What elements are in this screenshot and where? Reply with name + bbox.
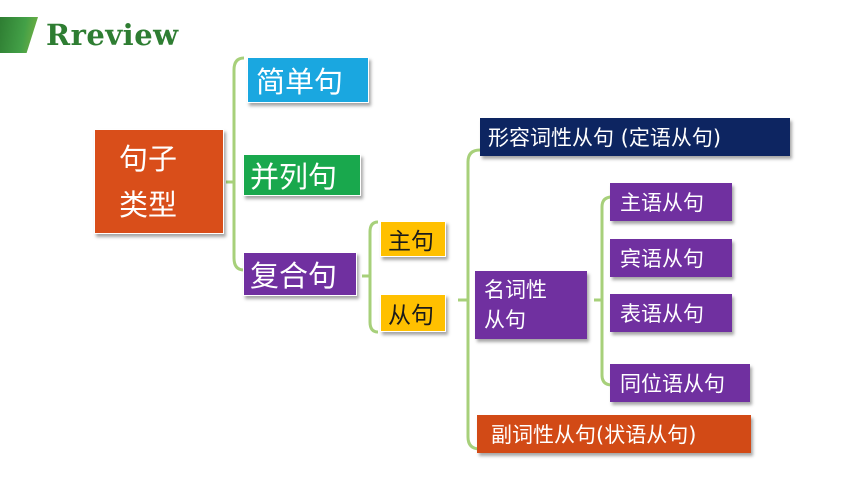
node-attributive-clause: 形容词性从句 (定语从句) [480, 118, 790, 156]
node-adverbial-label: 副词性从句(状语从句) [491, 423, 697, 447]
root-label-line1: 句子 [119, 141, 178, 176]
node-compound-sentence: 并列句 [243, 154, 361, 196]
page-title: Rreview [46, 18, 179, 52]
bracket-root [232, 56, 245, 272]
root-label-line2: 类型 [119, 187, 178, 222]
node-noun-label-line1: 名词性 [484, 278, 547, 302]
node-complex-sentence: 复合句 [243, 252, 357, 296]
node-predicative-clause: 表语从句 [610, 294, 732, 332]
node-noun-label-line2: 从句 [484, 308, 526, 332]
bracket-complex [368, 220, 379, 334]
node-attributive-label: 形容词性从句 (定语从句) [488, 126, 722, 150]
node-subject-clause: 主语从句 [610, 183, 732, 221]
node-main-clause: 主句 [380, 221, 446, 257]
node-subordinate-clause: 从句 [380, 294, 446, 332]
node-object-label: 宾语从句 [620, 247, 704, 271]
node-object-clause: 宾语从句 [610, 239, 732, 277]
node-subject-label: 主语从句 [620, 191, 704, 215]
bracket-noun [600, 195, 613, 387]
node-compound-label: 并列句 [250, 160, 338, 194]
node-predicative-label: 表语从句 [620, 302, 704, 326]
node-appositive-label: 同位语从句 [620, 372, 725, 396]
node-simple-label: 简单句 [256, 65, 344, 99]
node-appositive-clause: 同位语从句 [610, 364, 750, 402]
node-sub-label: 从句 [388, 303, 434, 329]
node-adverbial-clause: 副词性从句(状语从句) [477, 415, 751, 453]
node-complex-label: 复合句 [250, 259, 338, 293]
node-noun-clause: 名词性 从句 [475, 271, 587, 339]
node-simple-sentence: 简单句 [247, 57, 369, 103]
root-node-sentence-types: 句子 类型 [94, 129, 224, 234]
node-main-label: 主句 [388, 229, 434, 255]
